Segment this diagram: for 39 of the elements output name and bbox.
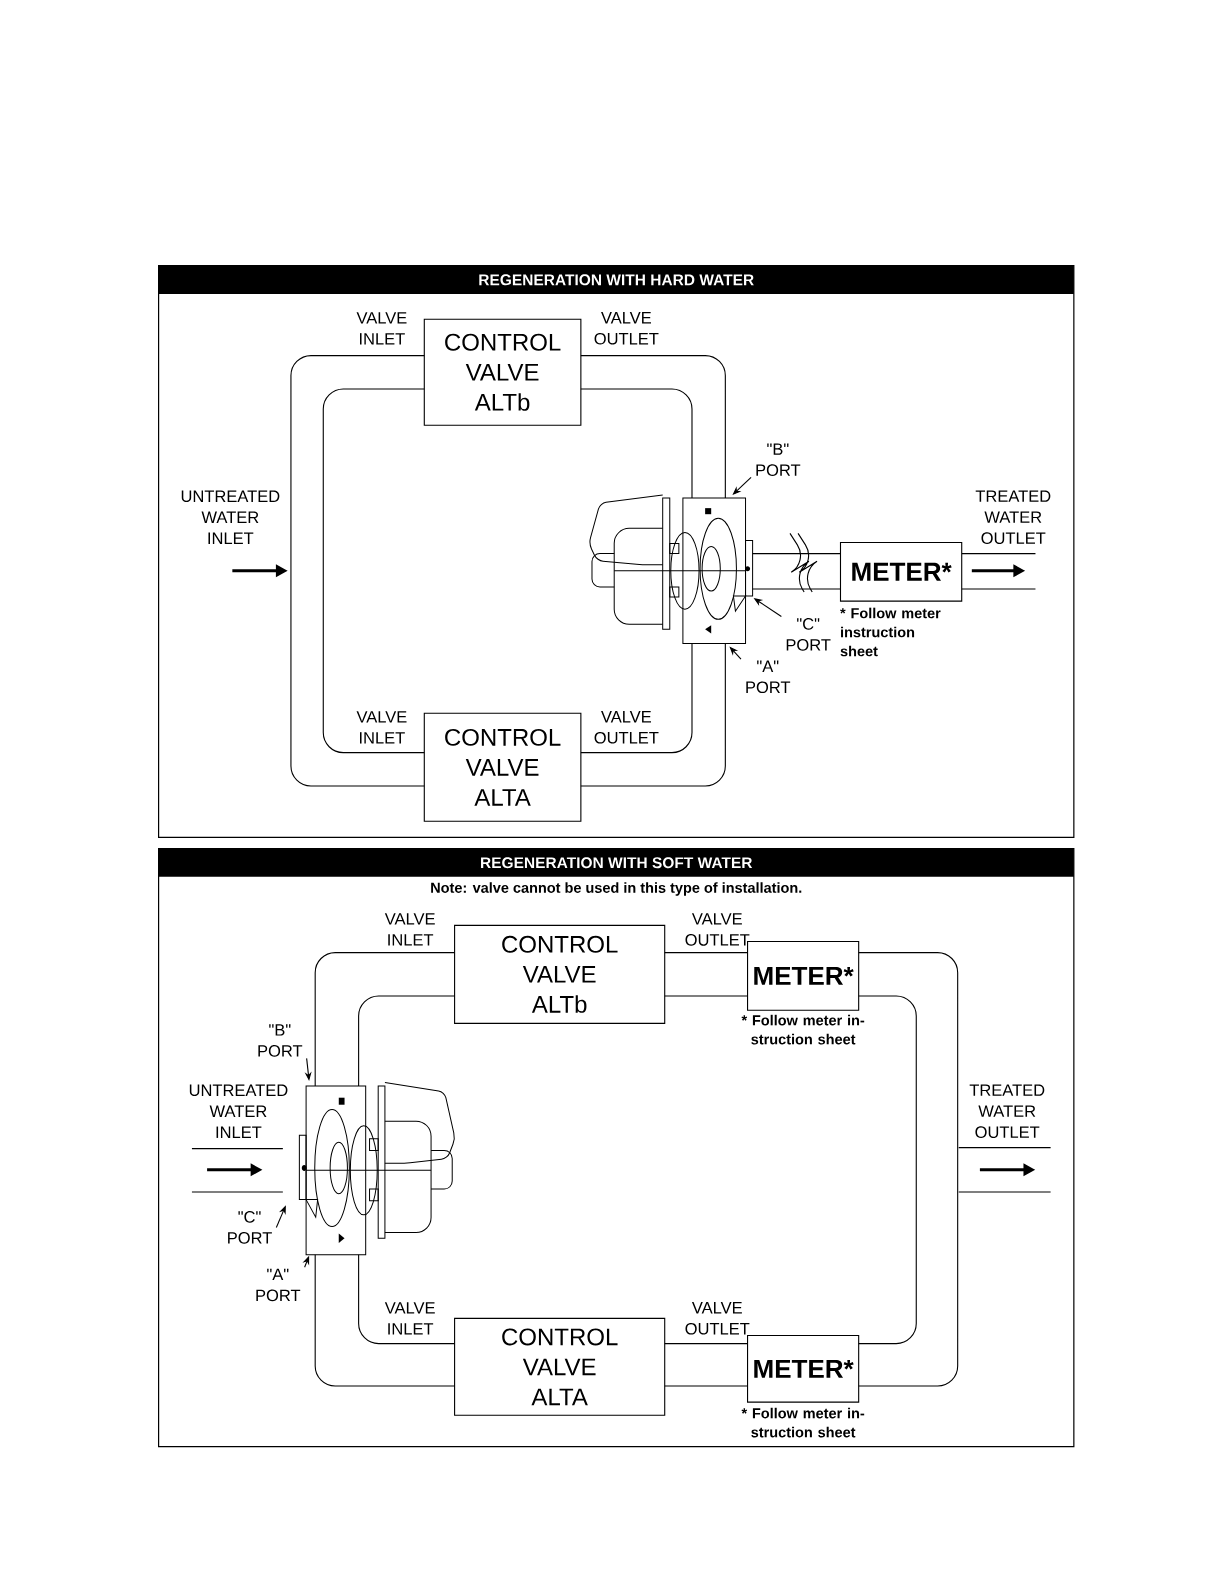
leader-arrow: [732, 476, 752, 495]
pipe-label: UNTREATED WATER INLET: [181, 490, 280, 544]
port-label: "A" PORT: [746, 660, 790, 694]
footnote-text: * Follow meter in-struction sheet: [741, 1407, 864, 1438]
pipe: [580, 642, 726, 787]
control-valve-box: CONTROL VALVE ALTA: [423, 712, 582, 822]
pipe-label: VALVE INLET: [356, 312, 407, 345]
pipe: [751, 532, 841, 593]
control-valve-box: CONTROL VALVE ALTb: [453, 924, 666, 1024]
pipe-label: VALVE OUTLET: [594, 711, 659, 744]
pipe-label: TREATED WATER OUTLET: [969, 1084, 1045, 1138]
port-label: "C" PORT: [227, 1211, 272, 1244]
pipe-label: VALVE OUTLET: [685, 1302, 750, 1335]
footnote-text: * Follow meter instruction sheet: [839, 607, 941, 657]
pipe-label: VALVE INLET: [384, 913, 435, 946]
valve-drawing: [298, 1081, 455, 1256]
pipe: [314, 952, 455, 1087]
pipe: [857, 952, 959, 1387]
pipe-label: VALVE INLET: [356, 711, 407, 744]
port-label: "B" PORT: [258, 1024, 303, 1057]
pipe: [664, 952, 748, 997]
pipe: [314, 1254, 455, 1387]
control-valve-box: CONTROL VALVE ALTb: [423, 318, 582, 426]
port-label: "B" PORT: [756, 443, 801, 476]
port-label: "C" PORT: [786, 618, 831, 651]
pipe-label: TREATED WATER OUTLET: [975, 490, 1051, 544]
footnote-text: * Follow meter in-struction sheet: [741, 1014, 864, 1045]
note-text: Note: valve cannot be used in this type of installation.: [431, 882, 802, 896]
pipe: [580, 355, 726, 499]
meter-box: METER*: [839, 541, 963, 602]
pipe-label: VALVE INLET: [384, 1302, 435, 1335]
valve-drawing: [589, 494, 753, 644]
pipe: [290, 355, 425, 787]
pipe-label: VALVE OUTLET: [594, 312, 659, 345]
meter-box: METER*: [746, 940, 860, 1011]
control-valve-box: CONTROL VALVE ALTA: [453, 1317, 666, 1416]
port-label: "A" PORT: [256, 1268, 301, 1302]
pipe: [664, 1343, 748, 1387]
meter-box: METER*: [746, 1334, 860, 1403]
